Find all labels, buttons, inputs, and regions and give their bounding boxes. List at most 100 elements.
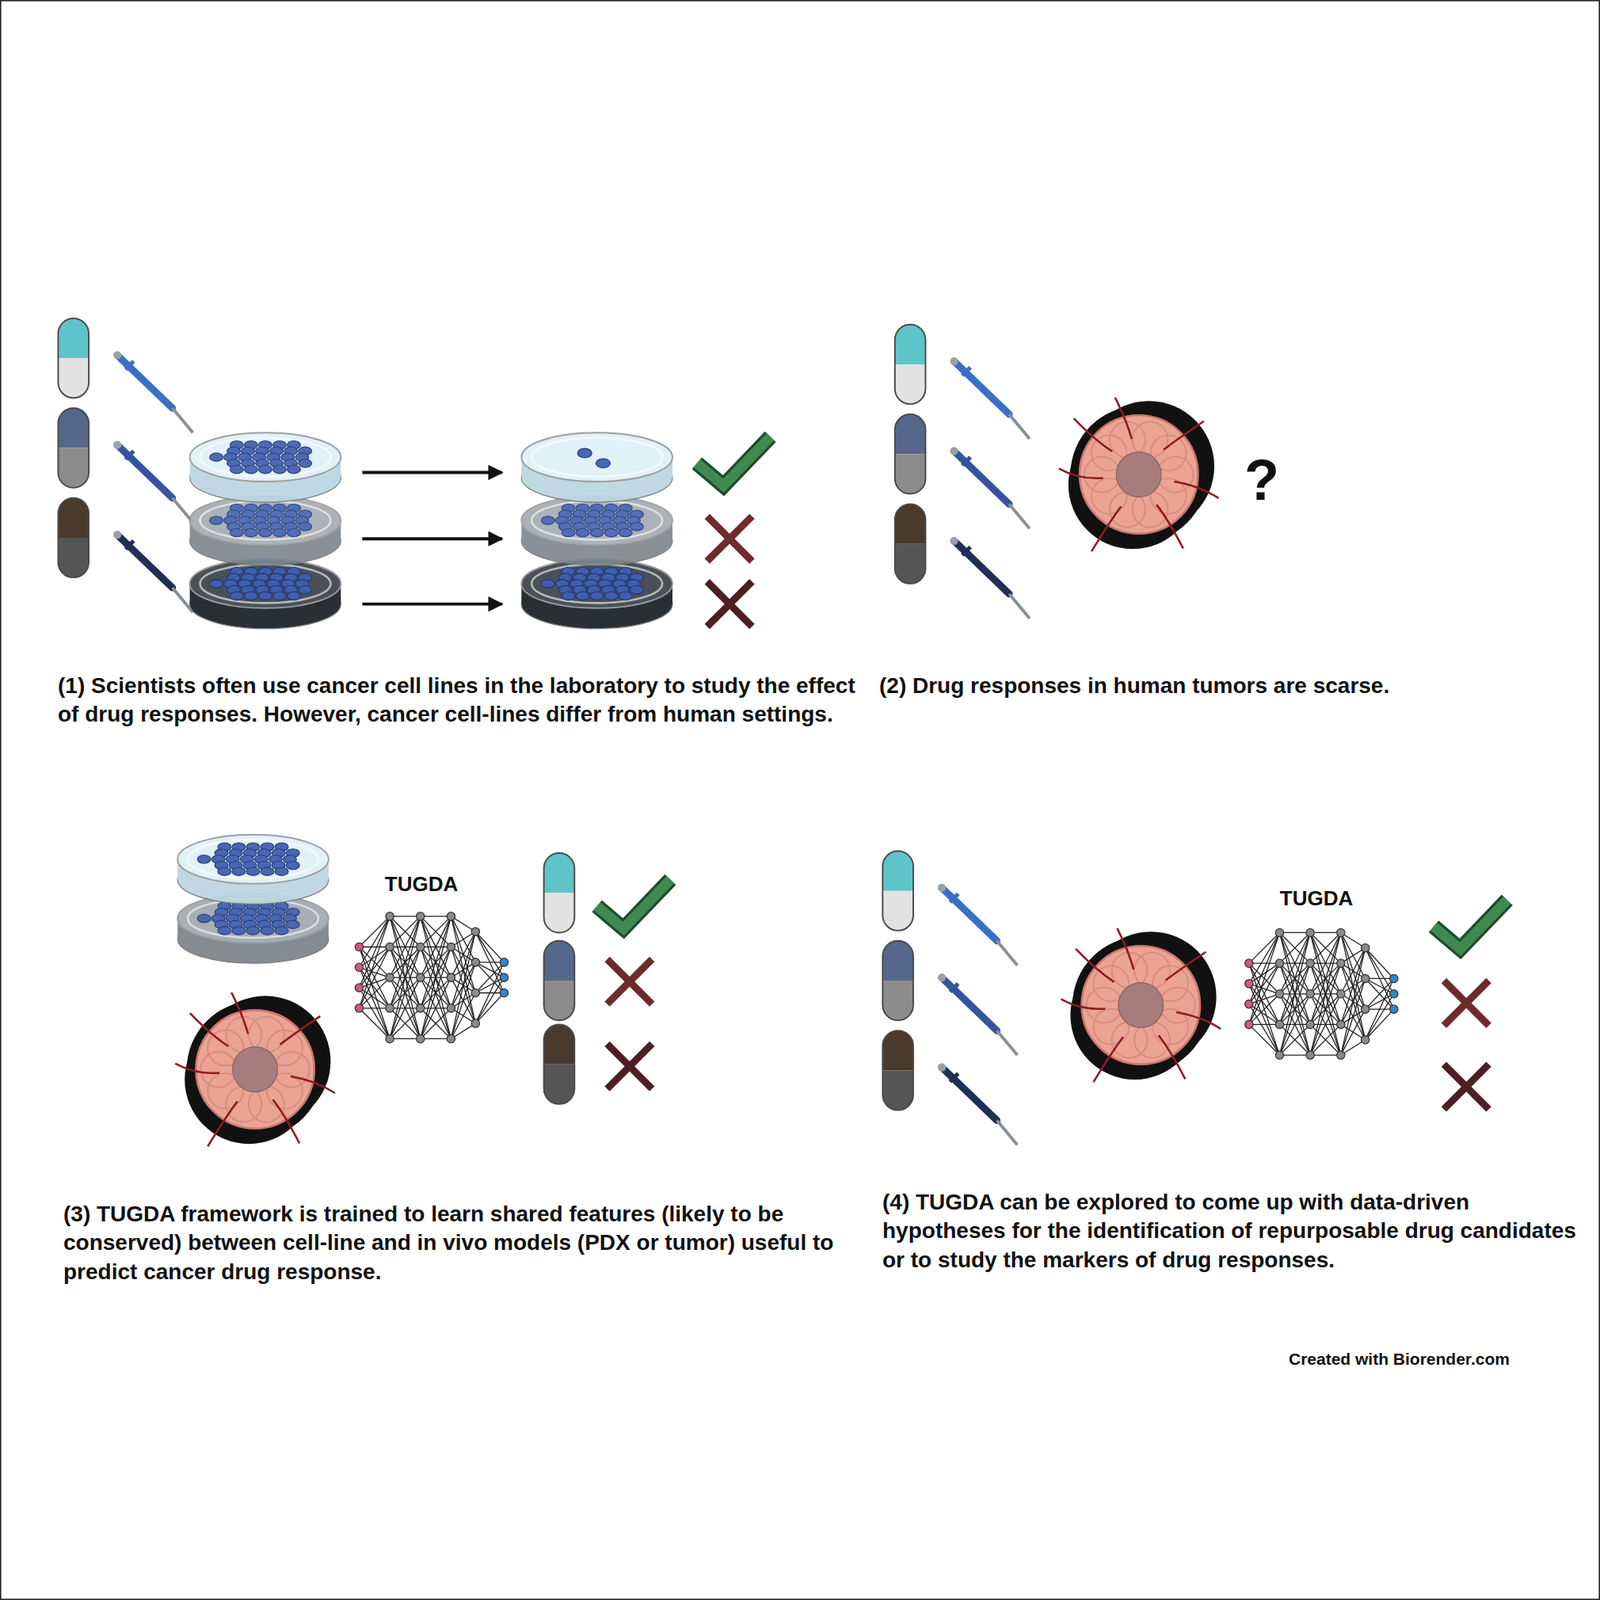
pipette — [949, 537, 1029, 619]
illustration-part — [997, 1030, 1018, 1056]
illustration-part — [450, 916, 476, 994]
caption: (3) TUGDA framework is trained to learn … — [63, 1200, 864, 1287]
illustration-part — [895, 414, 926, 454]
illustration-part — [882, 891, 914, 931]
illustration-part — [175, 1063, 220, 1074]
illustration-part — [1306, 1020, 1315, 1029]
illustration-part — [521, 432, 673, 482]
illustration-part — [285, 860, 300, 869]
illustration-part — [358, 1008, 390, 1040]
illustration-part — [1365, 978, 1395, 994]
illustration-part — [1337, 1020, 1345, 1029]
illustration-part — [1443, 1064, 1490, 1110]
petri-dish — [177, 834, 329, 905]
illustration-part — [119, 357, 173, 408]
illustration-part — [944, 979, 998, 1031]
illustration-part — [540, 516, 555, 525]
illustration-part — [544, 1024, 576, 1064]
pipette — [113, 350, 193, 433]
illustration-part — [499, 958, 508, 967]
illustration-part — [450, 992, 476, 1039]
illustration-part — [57, 407, 89, 488]
illustration-part — [1340, 948, 1366, 1025]
illustration-part — [1365, 1009, 1395, 1040]
cell-cluster — [209, 567, 313, 600]
illustration-part — [285, 920, 300, 929]
drug-capsule — [57, 407, 89, 488]
illustration-part — [416, 973, 425, 982]
illustration-part — [1074, 418, 1113, 452]
illustration-part — [57, 498, 89, 578]
illustration-part — [544, 1064, 576, 1105]
illustration-part — [190, 1013, 229, 1047]
illustration-part — [944, 1069, 998, 1120]
drug-capsule — [882, 850, 914, 930]
illustration-part — [949, 1073, 958, 1082]
illustration-part — [446, 942, 455, 951]
illustration-part — [57, 318, 89, 359]
illustration-part — [200, 563, 332, 603]
neural-network — [1245, 928, 1399, 1060]
drug-capsule — [895, 503, 926, 583]
illustration-part — [575, 528, 590, 537]
illustration-part — [273, 528, 287, 537]
flow-arrow — [361, 602, 502, 606]
cell-cluster — [209, 441, 313, 474]
illustration-part — [475, 992, 504, 1024]
illustration-part — [259, 464, 273, 473]
illustration-part — [1156, 504, 1184, 549]
check-mark — [597, 879, 671, 929]
illustration-part — [125, 540, 134, 549]
illustration-part — [125, 361, 134, 370]
pipette — [937, 1062, 1018, 1145]
illustration-part — [416, 1004, 425, 1013]
illustration-part — [607, 959, 653, 1005]
cross-mark — [607, 1043, 653, 1090]
illustration-part — [1279, 963, 1311, 1056]
illustration-part — [446, 1034, 455, 1043]
illustration-part — [962, 547, 971, 556]
illustration-part — [1443, 980, 1490, 1026]
illustration-part — [57, 498, 89, 538]
illustration-part — [1093, 1036, 1124, 1082]
illustration-part — [298, 459, 313, 468]
illustration-part — [949, 894, 958, 903]
illustration-part — [607, 1043, 653, 1090]
illustration-part — [937, 883, 946, 892]
illustration-part — [937, 973, 946, 982]
illustration-part — [895, 544, 926, 584]
pipette — [949, 357, 1029, 439]
illustration-part — [1009, 414, 1030, 439]
petri-dish — [521, 495, 673, 566]
illustration-part — [1337, 959, 1345, 968]
illustration-part — [1390, 990, 1399, 999]
illustration-part — [544, 940, 576, 1021]
illustration-part — [561, 591, 576, 600]
cross-mark — [707, 516, 753, 562]
illustration-part — [475, 962, 504, 978]
illustration-part — [57, 358, 89, 398]
illustration-part — [1158, 1035, 1186, 1079]
illustration-part — [125, 450, 134, 459]
illustration-part — [1118, 982, 1164, 1029]
illustration-part — [544, 853, 576, 933]
illustration-part — [244, 528, 259, 537]
model-label: TUGDA — [1280, 885, 1353, 913]
illustration-part — [1009, 503, 1030, 529]
illustration-part — [244, 464, 259, 473]
illustration-part — [949, 357, 958, 366]
petri-dish — [521, 559, 673, 629]
illustration-part — [1060, 998, 1105, 1009]
illustration-part — [997, 1120, 1018, 1146]
illustration-part — [358, 977, 390, 1009]
illustration-part — [531, 438, 663, 477]
cross-mark — [607, 959, 653, 1005]
illustration-part — [113, 350, 122, 359]
illustration-part — [944, 889, 998, 941]
illustration-part — [207, 1100, 237, 1147]
illustration-part — [1279, 1024, 1311, 1056]
illustration-part — [209, 453, 224, 461]
illustration-part — [1079, 415, 1198, 534]
illustration-part — [604, 528, 618, 537]
illustration-part — [190, 559, 342, 609]
